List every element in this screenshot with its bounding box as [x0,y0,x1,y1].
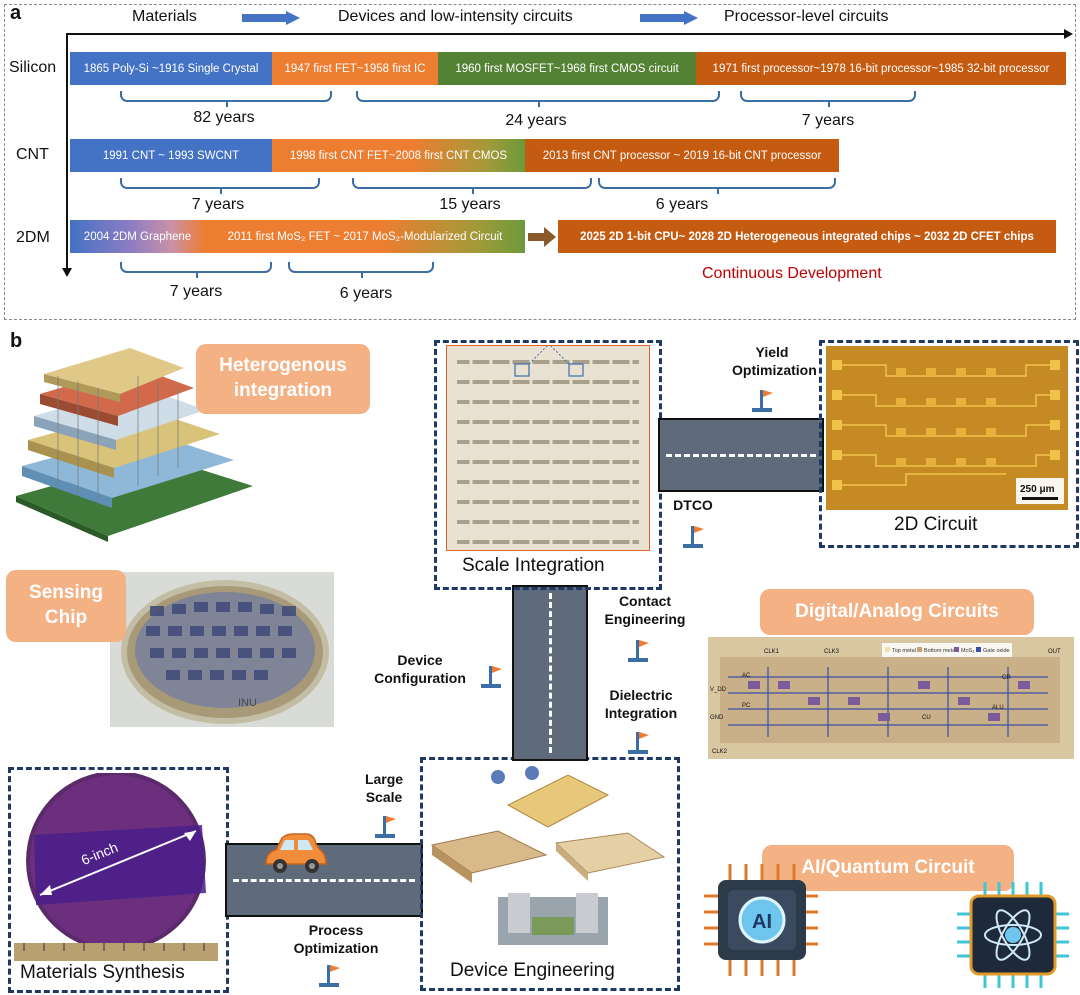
milestone-device-configuration: Device Configuration [374,652,466,687]
cnt-span-2: 15 years [439,196,501,213]
silicon-bar-devices: 1947 first FET~1958 first IC [272,52,438,85]
device-engineering-caption: Device Engineering [450,960,615,981]
road-vertical [512,585,588,761]
wafer-photo: 6-inch [14,771,218,963]
silicon-bar-processor: 1971 first processor~1978 16-bit process… [696,52,1066,85]
row-label-2dm: 2DM [16,229,50,246]
contact-flag-icon [625,636,651,662]
cnt-bar-processor: 2013 first CNT processor ~ 2019 16-bit C… [525,139,839,172]
milestone-dielectric-integration: Dielectric Integration [604,687,678,722]
2dm-span-bracket-1 [120,262,272,278]
2dm-span-1: 7 years [169,283,223,300]
stage-processor: Processor-level circuits [724,8,889,25]
milestone-dtco: DTCO [673,497,713,513]
large-scale-flag-icon [372,812,398,838]
cnt-span-bracket-3 [598,178,836,194]
pin-clk2: CLK2 [712,749,728,755]
milestone-yield-optimization: Yield Optimization [732,344,817,379]
label-ai-quantum-circuit: AI/Quantum Circuit [762,845,1014,891]
block-ac: AC [742,673,751,679]
continuous-development-note: Continuous Development [702,265,882,282]
milestone-contact-engineering: Contact Engineering [604,593,686,628]
silicon-span-bracket-3 [740,91,916,107]
2dm-bar-materials: 2004 2DM Graphene [70,220,205,253]
silicon-bar-cmos: 1960 first MOSFET~1968 first CMOS circui… [438,52,696,85]
materials-synthesis-caption: Materials Synthesis [20,962,185,983]
pin-gnd: GND [710,715,724,721]
legend-gate-oxide: Gate oxide [983,648,1010,654]
2dm-span-bracket-2 [288,262,434,278]
circuit-2d-box [819,340,1079,548]
dielectric-flag-icon [625,728,651,754]
label-heterogenous-integration: Heterogenous integration [196,344,370,414]
2dm-bar-devices: 2011 first MoS₂ FET ~ 2017 MoS₂-Modulari… [205,220,525,253]
2dm-bar-future: 2025 2D 1-bit CPU~ 2028 2D Heterogeneous… [558,220,1056,253]
road-top [658,418,824,492]
pin-clk1: CLK1 [764,649,780,655]
process-flag-icon [316,961,342,987]
block-cr: CR [1002,675,1011,681]
stage-devices: Devices and low-intensity circuits [338,8,573,25]
sensing-logo-text: INU [238,697,257,709]
stage-arrow-2 [640,11,698,25]
row-label-cnt: CNT [16,146,49,163]
cnt-span-1: 7 years [191,196,245,213]
scale-integration-caption: Scale Integration [462,555,605,576]
timeline-vertical-axis [66,33,68,273]
dtco-flag-icon [680,522,706,548]
block-cu: CU [922,715,931,721]
pin-clk3: CLK3 [824,649,840,655]
circuit-2d-caption: 2D Circuit [894,514,978,535]
milestone-large-scale: Large Scale [364,771,404,806]
silicon-span-1: 82 years [193,109,255,126]
sensing-chip-photo: INU [110,572,334,727]
device-config-flag-icon [478,662,504,688]
scale-integration-chip-array [446,345,650,551]
yield-flag-icon [749,386,775,412]
cnt-span-3: 6 years [655,196,709,213]
label-digital-analog-circuits: Digital/Analog Circuits [760,589,1034,635]
timeline-horizontal-axis [66,33,1066,35]
label-sensing-chip: Sensing Chip [6,570,126,642]
heterogeneous-stack-image [8,336,258,542]
row-label-silicon: Silicon [9,59,57,76]
stage-materials: Materials [132,8,197,25]
legend-bottom-metal: Bottom metal [924,648,956,654]
panel-a-frame [4,4,1076,320]
legend-mos2: MoS₂ [961,648,974,654]
2dm-span-2: 6 years [339,285,393,302]
circuit-2d-micrograph: 250 μm [826,346,1068,510]
block-pc: PC [742,703,751,709]
stage-arrow-1 [242,11,300,25]
milestone-process-optimization: Process Optimization [293,922,379,957]
silicon-span-bracket-2 [356,91,720,107]
device-engineering-renders [428,765,668,960]
panel-a-letter: a [10,2,22,24]
scale-bar-label: 250 μm [1020,484,1055,495]
quantum-chip-icon [955,880,1071,990]
cnt-bar-materials: 1991 CNT ~ 1993 SWCNT [70,139,272,172]
pin-out: OUT [1048,649,1061,655]
ai-chip-icon: AI [700,858,820,983]
digital-analog-circuit-image: CLK1 CLK3 OUT V_DD GND CLK2 AC PC CU ALU… [708,637,1074,759]
axis-right-arrowhead [1064,29,1073,39]
legend-top-metal: Top metal [892,648,916,654]
silicon-span-bracket-1 [120,91,332,107]
car-icon [258,830,328,880]
cnt-bar-devices: 1998 first CNT FET~2008 first CNT CMOS [272,139,525,172]
axis-down-arrowhead [62,268,72,277]
pin-vdd: V_DD [710,687,727,693]
silicon-bar-materials: 1865 Poly-Si ~1916 Single Crystal [70,52,272,85]
future-arrow-icon [528,227,556,247]
silicon-span-2: 24 years [505,112,567,129]
silicon-span-3: 7 years [801,112,855,129]
block-alu: ALU [992,705,1004,711]
panel-b-letter: b [10,330,23,352]
ai-chip-text: AI [752,911,772,933]
road-process [225,843,423,917]
cnt-span-bracket-2 [352,178,592,194]
cnt-span-bracket-1 [120,178,320,194]
